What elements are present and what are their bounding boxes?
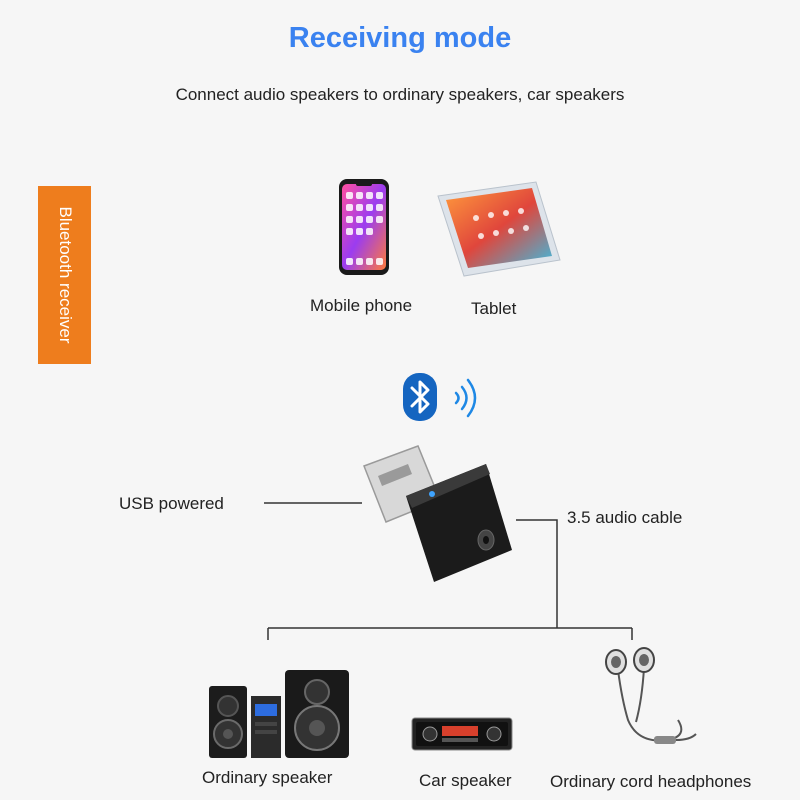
bluetooth-icon [403,373,437,421]
audio-cable-line [516,519,558,628]
side-tag: Bluetooth receiver [38,186,91,364]
output-label-ordinary-speaker: Ordinary speaker [202,768,333,787]
output-label-cord-headphones: Ordinary cord headphones [550,772,752,791]
usb-powered-label: USB powered [119,494,224,513]
audio-cable-label: 3.5 audio cable [567,508,683,527]
speaker-system-icon [209,670,349,758]
output-label-car-speaker: Car speaker [419,771,512,790]
usb-dongle-icon [363,445,512,582]
wireless-waves-icon [454,378,477,418]
source-label-tablet: Tablet [471,299,517,318]
tablet-icon [437,181,561,277]
earphones-icon [605,647,697,744]
page-subtitle: Connect audio speakers to ordinary speak… [175,85,625,104]
source-label-mobile-phone: Mobile phone [310,296,413,315]
page-title: Receiving mode [288,22,512,54]
mobile-phone-icon [339,179,389,275]
car-radio-icon [411,717,513,751]
